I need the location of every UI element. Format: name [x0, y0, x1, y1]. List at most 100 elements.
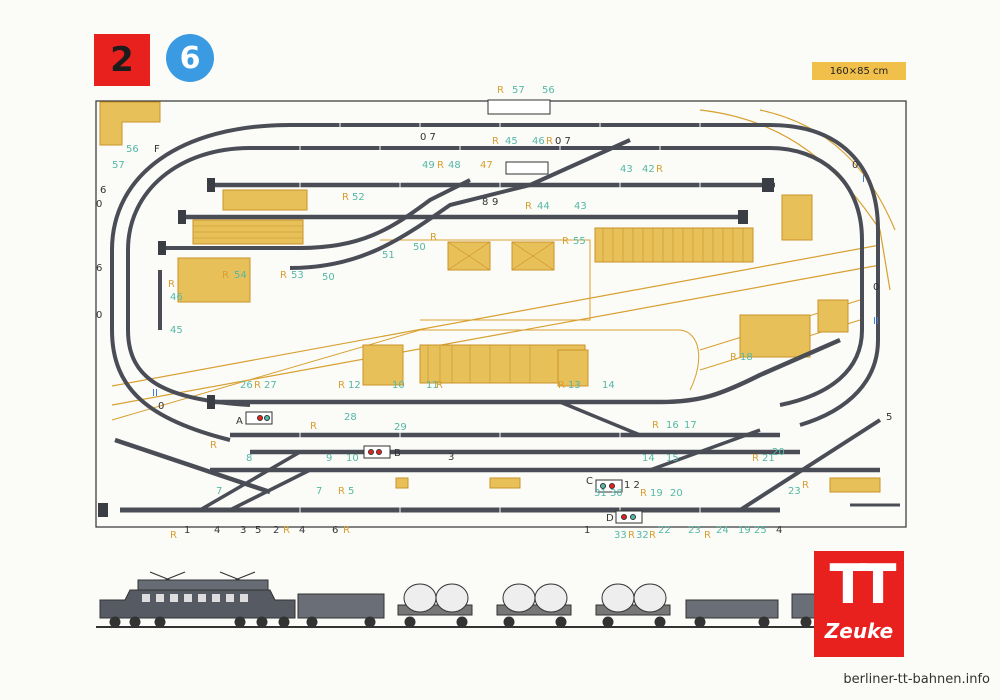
bottom-number: 6: [332, 525, 338, 536]
tracks: [110, 123, 900, 513]
label: 14: [602, 380, 615, 391]
bottom-number-row: R 1 4 3 5 2 R 4 6 R 1 33 R 32 R 22 23 R …: [170, 525, 782, 541]
bottom-number: 3: [240, 525, 246, 536]
label: 43: [574, 201, 587, 212]
logo-name: Zeuke: [824, 619, 894, 643]
label: R: [254, 380, 261, 391]
bottom-number: 2: [273, 525, 279, 536]
bottom-number: 32: [636, 530, 649, 541]
label: R: [436, 380, 443, 391]
label: 44: [537, 201, 550, 212]
label: 50: [322, 272, 335, 283]
label: 31: [594, 488, 607, 499]
zeuke-logo: TT Zeuke: [814, 551, 904, 657]
label: 9: [326, 453, 332, 464]
bottom-number: 22: [658, 525, 671, 536]
label: 10: [392, 380, 405, 391]
label: 20: [670, 488, 683, 499]
label: 3: [448, 452, 454, 463]
label: 21: [762, 453, 775, 464]
label: F: [154, 144, 160, 155]
label: R: [752, 453, 759, 464]
bottom-number: 1: [184, 525, 190, 536]
label: R: [656, 164, 663, 175]
label: 56: [542, 85, 555, 96]
label: D: [606, 513, 614, 524]
label: 26: [240, 380, 253, 391]
label: 17: [684, 420, 697, 431]
label: 14: [642, 453, 655, 464]
bottom-number: 5: [255, 525, 261, 536]
open-wagon: [685, 599, 779, 628]
label: 49: [422, 160, 435, 171]
bottom-number: R: [343, 525, 350, 536]
label: R: [640, 488, 647, 499]
label: 10: [346, 453, 359, 464]
label: 56: [126, 144, 139, 155]
label: 7: [316, 486, 322, 497]
label: I: [862, 174, 865, 185]
label: R: [525, 201, 532, 212]
label: R: [558, 380, 565, 391]
signals: [245, 99, 643, 524]
label: R: [492, 136, 499, 147]
label: R: [730, 352, 737, 363]
label: 54: [234, 270, 247, 281]
bottom-number: 4: [776, 525, 782, 536]
silo-wagon: [595, 583, 671, 628]
label: 20: [772, 447, 785, 458]
label: 43: [620, 164, 633, 175]
label: 53: [291, 270, 304, 281]
source-watermark: berliner-tt-bahnen.info: [843, 672, 990, 687]
label: 6: [100, 185, 106, 196]
label: R: [437, 160, 444, 171]
bottom-number: 33: [614, 530, 627, 541]
logo-mark: TT: [829, 553, 897, 616]
label: II: [152, 388, 158, 399]
bottom-number: 4: [214, 525, 220, 536]
bottom-number: 25: [754, 525, 767, 536]
terrain-lines: [111, 109, 896, 421]
buffer-stops: [98, 178, 774, 517]
label: R: [338, 380, 345, 391]
electric-locomotive: [99, 571, 296, 628]
label: 46: [532, 136, 545, 147]
label: 0: [158, 401, 164, 412]
label: R: [222, 270, 229, 281]
label: 27: [264, 380, 277, 391]
label: R: [430, 232, 437, 243]
label: 50: [413, 242, 426, 253]
label: 12: [348, 380, 361, 391]
label: 5: [348, 486, 354, 497]
bottom-number: R: [628, 530, 635, 541]
building-roof-hatching: [193, 225, 744, 383]
label: 15: [666, 453, 679, 464]
label: 8: [246, 453, 252, 464]
label: 48: [448, 160, 461, 171]
bottom-number: 23: [688, 525, 701, 536]
label: 9: [492, 197, 498, 208]
label: 0: [873, 282, 879, 293]
label: 45: [170, 325, 183, 336]
label: R: [802, 480, 809, 491]
label: 28: [344, 412, 357, 423]
label: 13: [568, 380, 581, 391]
label: 0: [96, 310, 102, 321]
partial-wagon: [791, 593, 817, 628]
bottom-number: R: [283, 525, 290, 536]
label: 1 2: [624, 480, 640, 491]
label: 52: [352, 192, 365, 203]
label: R: [280, 270, 287, 281]
label: 11: [426, 380, 439, 391]
label: 7: [216, 486, 222, 497]
label: R: [310, 421, 317, 432]
label: 23: [788, 486, 801, 497]
label: 57: [112, 160, 125, 171]
label: 46: [170, 292, 183, 303]
label: 57: [512, 85, 525, 96]
label: 8: [482, 197, 488, 208]
label: R: [338, 486, 345, 497]
label: 51: [382, 250, 395, 261]
box-wagon: [297, 593, 385, 628]
bottom-number: 24: [716, 525, 729, 536]
